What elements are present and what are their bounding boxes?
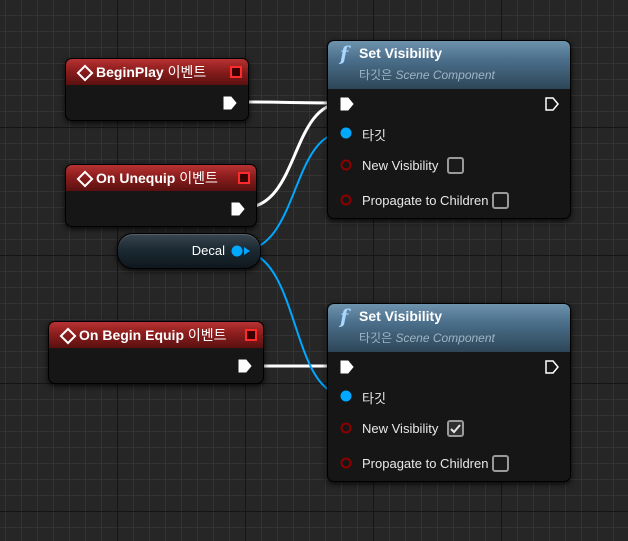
event-node-beginplay[interactable]: BeginPlay 이벤트 [65,58,249,121]
exec-input-pin[interactable] [340,97,354,111]
new-visibility-checkbox[interactable] [447,157,464,174]
function-node-set-visibility-2[interactable]: f Set Visibility 타깃은 Scene Component 타깃 … [327,303,571,482]
function-title: Set Visibility [359,45,442,61]
exec-output-pin[interactable] [545,97,559,111]
event-suffix: 이벤트 [187,327,227,343]
target-input-pin[interactable] [340,390,352,402]
event-header-on-unequip[interactable]: On Unequip 이벤트 [66,165,256,191]
event-header-on-begin-equip[interactable]: On Begin Equip 이벤트 [49,322,263,348]
event-diamond-icon [59,327,77,345]
event-title: BeginPlay [96,64,164,80]
pin-arrow-icon [244,247,250,255]
event-node-on-begin-equip[interactable]: On Begin Equip 이벤트 [48,321,264,384]
function-icon: f [340,306,349,328]
event-diamond-icon [76,64,94,82]
event-diamond-icon [76,170,94,188]
exec-output-pin[interactable] [545,360,559,374]
propagate-checkbox[interactable] [492,455,509,472]
event-header-beginplay[interactable]: BeginPlay 이벤트 [66,59,248,85]
bool-input-pin-propagate[interactable] [340,457,352,469]
new-visibility-checkbox[interactable] [447,420,464,437]
propagate-label: Propagate to Children [362,193,489,208]
delegate-output-pin[interactable] [245,329,257,341]
function-title: Set Visibility [359,308,442,324]
new-visibility-label: New Visibility [362,421,439,436]
delegate-output-pin[interactable] [238,172,250,184]
function-target-subtitle: 타깃은 Scene Component [359,68,495,82]
exec-output-pin[interactable] [223,96,237,110]
event-title: On Begin Equip [79,327,184,343]
new-visibility-label: New Visibility [362,158,439,173]
propagate-checkbox[interactable] [492,192,509,209]
function-header[interactable]: f Set Visibility 타깃은 Scene Component [328,41,570,89]
target-pin-label: 타깃 [362,391,386,406]
event-suffix: 이벤트 [167,64,207,80]
bool-input-pin-new-visibility[interactable] [340,159,352,171]
exec-input-pin[interactable] [340,360,354,374]
exec-output-pin[interactable] [238,359,252,373]
event-title: On Unequip [96,170,176,186]
bool-input-pin-new-visibility[interactable] [340,422,352,434]
function-icon: f [340,43,349,65]
event-node-on-unequip[interactable]: On Unequip 이벤트 [65,164,257,227]
object-output-pin[interactable] [231,245,243,257]
function-target-subtitle: 타깃은 Scene Component [359,331,495,345]
bool-input-pin-propagate[interactable] [340,194,352,206]
variable-label: Decal [191,243,225,258]
target-pin-label: 타깃 [362,128,386,143]
variable-node-decal[interactable]: Decal [117,233,261,269]
delegate-output-pin[interactable] [230,66,242,78]
exec-output-pin[interactable] [231,202,245,216]
propagate-label: Propagate to Children [362,456,489,471]
target-input-pin[interactable] [340,127,352,139]
function-header[interactable]: f Set Visibility 타깃은 Scene Component [328,304,570,352]
checkmark-icon [450,424,461,434]
function-node-set-visibility-1[interactable]: f Set Visibility 타깃은 Scene Component 타깃 … [327,40,571,219]
event-suffix: 이벤트 [179,170,218,186]
